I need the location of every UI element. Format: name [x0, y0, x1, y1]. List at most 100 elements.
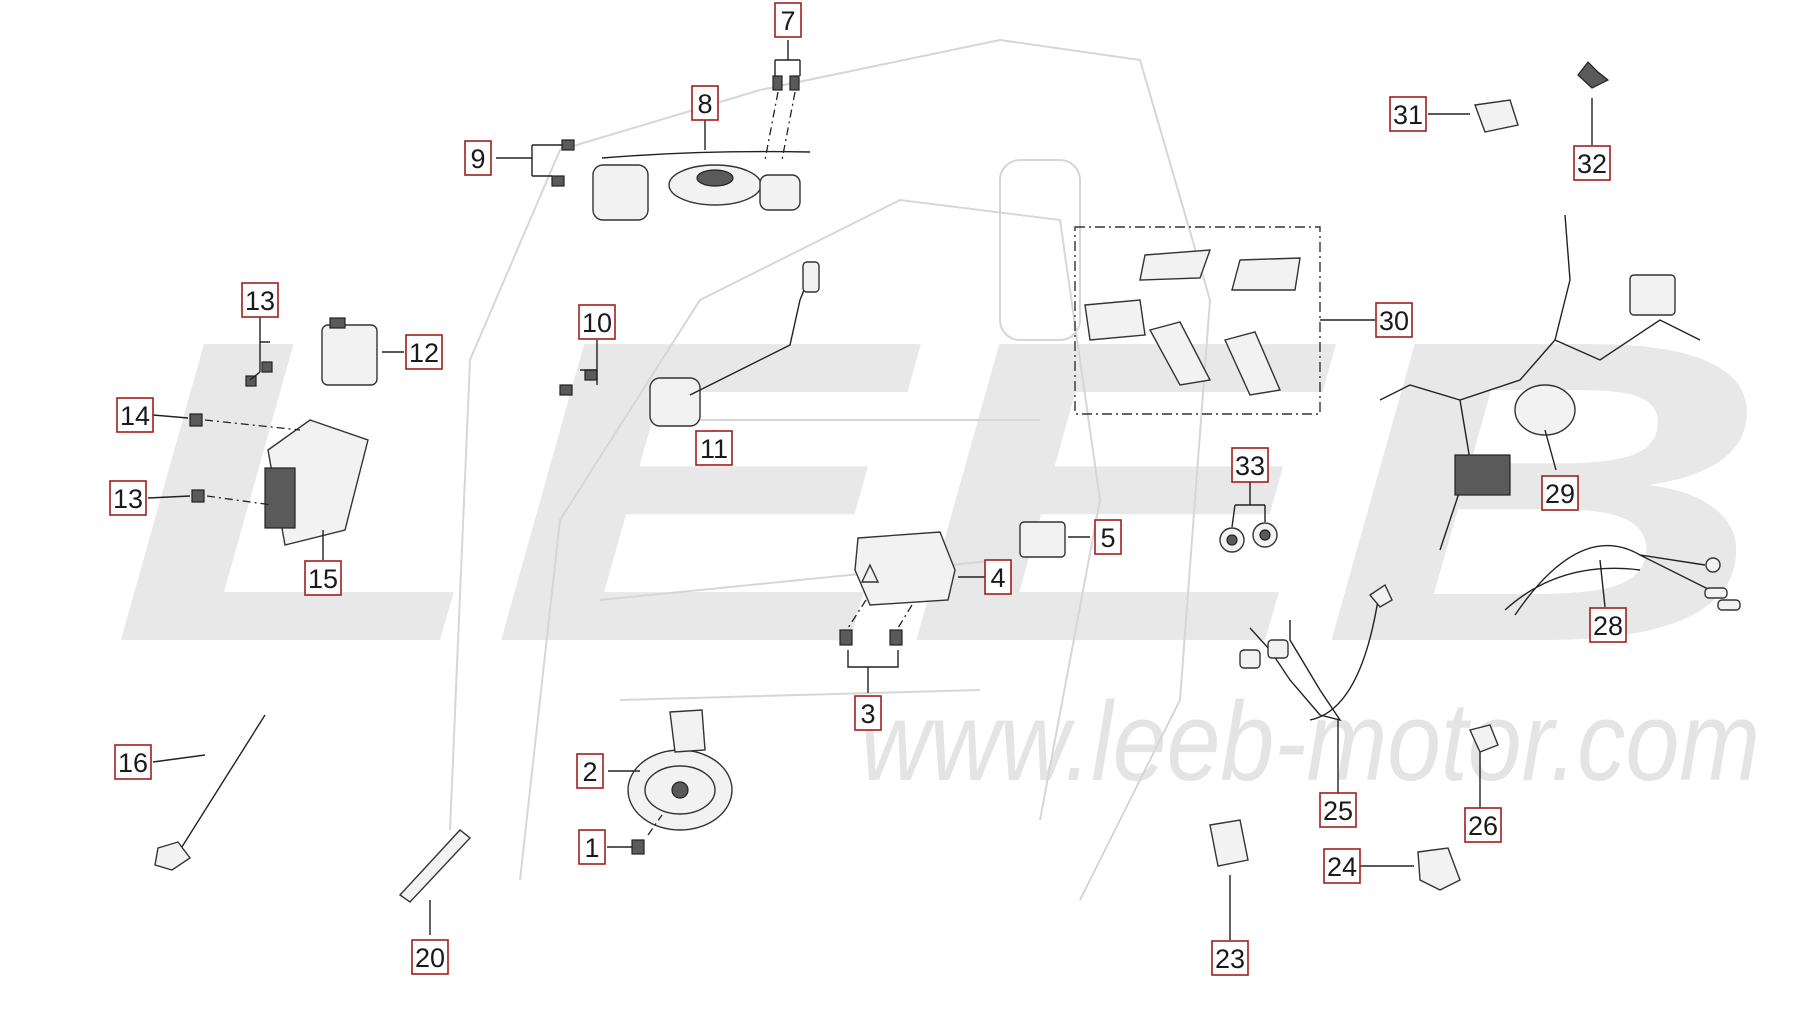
part-screws-7	[764, 75, 800, 161]
callout-3: 3	[854, 695, 882, 731]
callout-box	[774, 2, 802, 38]
frame-outline	[449, 38, 1212, 901]
part-regulator-11	[559, 261, 820, 427]
callout-box	[114, 744, 152, 780]
callout-label: 2	[582, 757, 597, 787]
callout-14: 14	[116, 397, 154, 433]
callout-13: 13	[241, 282, 279, 318]
callout-box	[1375, 302, 1413, 338]
callout-15: 15	[304, 560, 342, 596]
callout-label: 30	[1379, 306, 1409, 336]
callout-label: 20	[415, 943, 445, 973]
callout-box	[241, 282, 279, 318]
callout-label: 9	[470, 144, 485, 174]
callout-box	[109, 480, 147, 516]
callout-5: 5	[1094, 519, 1122, 555]
callout-30: 30	[1375, 302, 1413, 338]
callout-label: 13	[113, 484, 143, 514]
callout-label: 12	[409, 338, 439, 368]
callout-box	[1231, 447, 1269, 483]
callout-label: 28	[1593, 611, 1623, 641]
callout-box	[984, 559, 1012, 595]
callout-label: 11	[700, 434, 728, 464]
part-ecu-15	[189, 413, 369, 546]
part-connector-23	[1209, 819, 1249, 867]
callout-label: 26	[1468, 811, 1498, 841]
callout-label: 5	[1100, 523, 1115, 553]
callout-label: 4	[990, 563, 1005, 593]
callout-1: 1	[578, 829, 606, 865]
callout-8: 8	[691, 85, 719, 121]
part-flasher-31	[1474, 99, 1519, 133]
callout-label: 14	[120, 401, 150, 431]
callout-box	[1323, 848, 1361, 884]
callout-32: 32	[1573, 145, 1611, 181]
callout-24: 24	[1323, 848, 1361, 884]
callout-4: 4	[984, 559, 1012, 595]
callout-label: 29	[1545, 479, 1575, 509]
callout-11: 11	[695, 430, 733, 466]
part-cable-tie-16	[154, 714, 266, 871]
part-horn-2	[627, 709, 733, 855]
part-sensor-24	[1417, 847, 1461, 891]
callout-label: 23	[1215, 944, 1245, 974]
part-sensor-26	[1469, 724, 1499, 753]
part-harness-29	[1379, 214, 1701, 551]
callout-box	[1319, 792, 1357, 828]
callout-29: 29	[1541, 475, 1579, 511]
callout-label: 1	[584, 833, 599, 863]
callouts: 7 8 9 13 12 10 14 13 15 11 30 31 32 33 29 5 4 3 28 16 2 1 20 25…	[109, 2, 1627, 976]
callout-25: 25	[1319, 792, 1357, 828]
callout-26: 26	[1464, 807, 1502, 843]
callout-box	[405, 334, 443, 370]
callout-label: 24	[1327, 852, 1357, 882]
part-relay-5	[1019, 521, 1066, 558]
callout-label: 7	[780, 6, 795, 36]
part-cable-25	[1239, 583, 1393, 722]
callout-10: 10	[578, 304, 616, 340]
callout-box	[578, 829, 606, 865]
callout-box	[1211, 940, 1249, 976]
watermark-url: www.leeb-motor.com	[860, 679, 1760, 804]
callout-box	[304, 560, 342, 596]
callout-12: 12	[405, 334, 443, 370]
part-cable-28	[1504, 544, 1741, 616]
part-fuse-box-4	[839, 531, 956, 646]
callout-box	[691, 85, 719, 121]
callout-7: 7	[774, 2, 802, 38]
callout-13: 13	[109, 480, 147, 516]
callout-box	[1541, 475, 1579, 511]
parts	[154, 61, 1741, 903]
callout-box	[464, 140, 492, 176]
callout-label: 15	[308, 564, 338, 594]
callout-label: 10	[582, 308, 612, 338]
callout-label: 25	[1323, 796, 1353, 826]
callout-label: 32	[1577, 149, 1607, 179]
callout-box	[1389, 96, 1427, 132]
callout-box	[1573, 145, 1611, 181]
callout-31: 31	[1389, 96, 1427, 132]
callout-box	[1589, 607, 1627, 643]
callout-box	[1094, 519, 1122, 555]
callout-box	[695, 430, 733, 466]
callout-box	[854, 695, 882, 731]
part-relay-12	[245, 317, 378, 387]
part-coil-9	[551, 139, 811, 221]
part-grommets-33	[1219, 522, 1278, 553]
callout-label: 16	[118, 748, 148, 778]
callout-20: 20	[411, 939, 449, 975]
part-clip-32	[1577, 61, 1610, 89]
watermark-brand: LEEB	[110, 252, 1770, 732]
callout-label: 33	[1235, 451, 1265, 481]
callout-box	[576, 753, 604, 789]
callout-label: 3	[860, 699, 875, 729]
callout-23: 23	[1211, 940, 1249, 976]
callout-label: 13	[245, 286, 275, 316]
callout-label: 8	[697, 89, 712, 119]
callout-33: 33	[1231, 447, 1269, 483]
callout-9: 9	[464, 140, 492, 176]
callout-16: 16	[114, 744, 152, 780]
callout-28: 28	[1589, 607, 1627, 643]
part-ignition-switch	[668, 164, 801, 211]
